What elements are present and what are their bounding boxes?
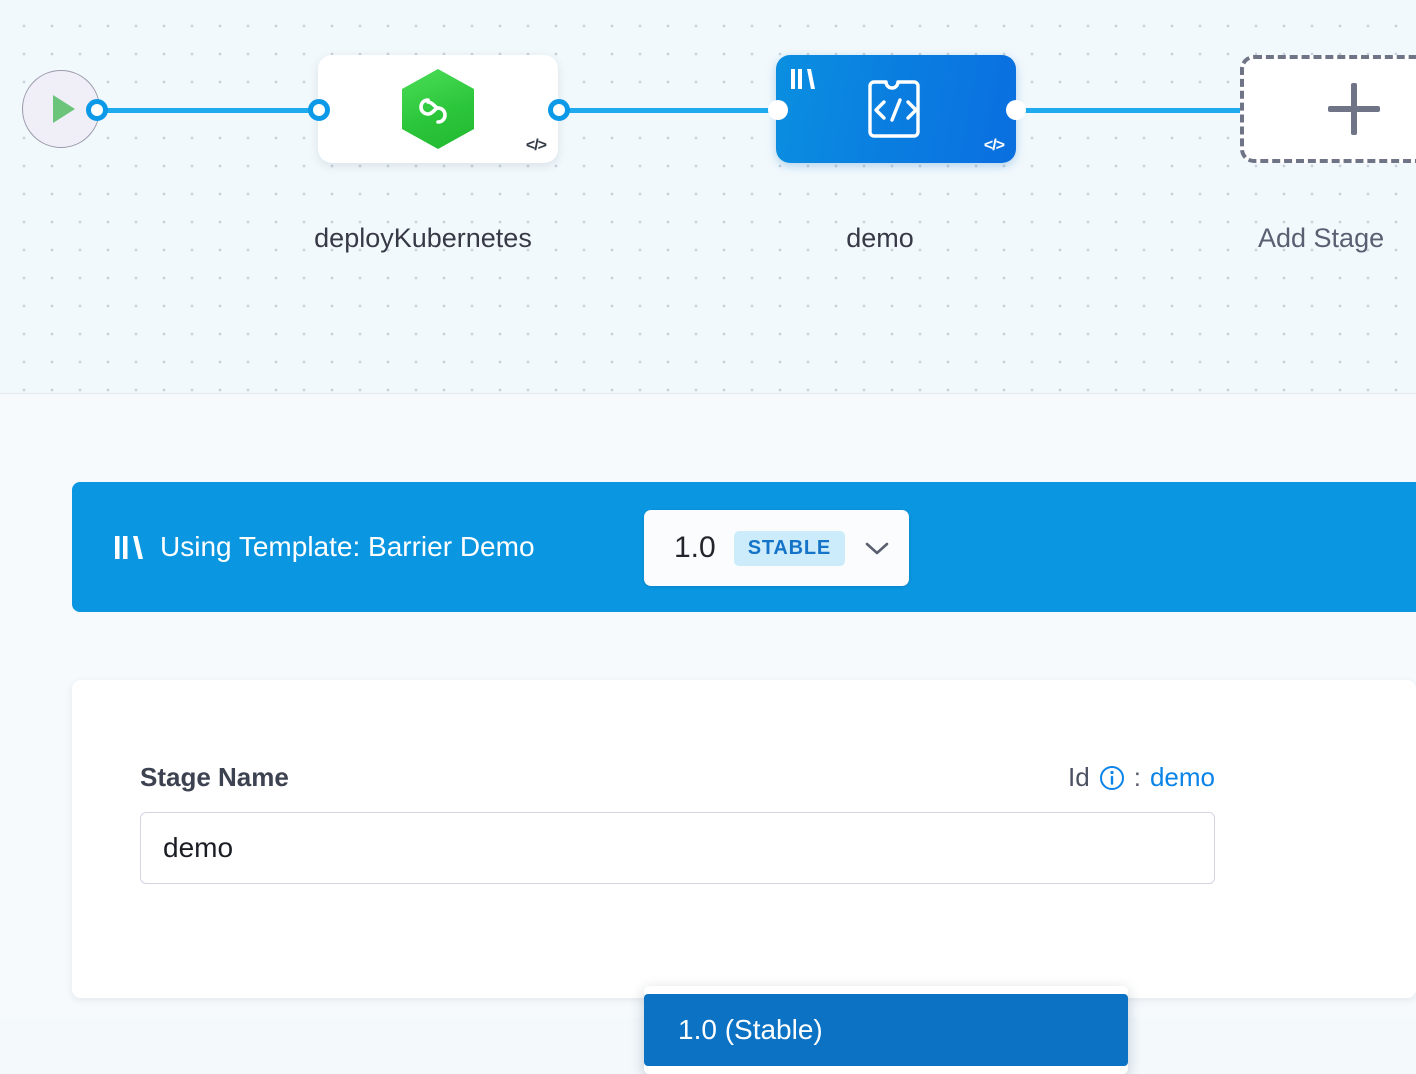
add-stage-button[interactable] [1240, 55, 1416, 163]
template-banner-text: Using Template: Barrier Demo [160, 531, 535, 562]
stage-node-demo[interactable]: </> [776, 55, 1016, 163]
harness-hexagon-icon [402, 69, 474, 149]
template-banner: Using Template: Barrier Demo 1.0 STABLE [72, 482, 1416, 612]
pipeline-canvas[interactable]: </> deployKubernetes </> demo Add Stage [0, 0, 1416, 394]
port-demo-in[interactable] [768, 100, 788, 120]
play-icon [53, 95, 75, 123]
stage-details-card: Stage Name Id : demo [72, 680, 1416, 998]
template-version-value: 1.0 [674, 531, 716, 564]
template-library-icon [791, 69, 815, 89]
port-k8s-in[interactable] [308, 99, 330, 121]
version-menu-option[interactable]: 1.0 (Stable) [644, 994, 1128, 1066]
status-badge-stable: STABLE [733, 530, 846, 566]
stage-name-row: Stage Name Id : demo [140, 762, 1215, 793]
stage-id-separator: : [1133, 762, 1141, 792]
puzzle-code-icon [868, 80, 920, 138]
code-badge-icon: </> [525, 137, 547, 154]
connector-line-demo-to-add [1004, 108, 1250, 113]
port-start-out[interactable] [86, 99, 108, 121]
template-version-select[interactable]: 1.0 STABLE [644, 510, 910, 586]
stage-name-input[interactable] [140, 812, 1215, 884]
stage-id-value: demo [1149, 762, 1215, 792]
stage-label-deploykubernetes: deployKubernetes [314, 223, 532, 253]
stage-id-label: Id [1068, 762, 1090, 792]
stage-id-group: Id : demo [1068, 762, 1215, 793]
template-version-menu[interactable]: 1.0 (Stable) [644, 986, 1128, 1074]
connector-line-start-to-k8s [96, 108, 328, 113]
chevron-down-icon[interactable] [863, 539, 891, 557]
port-demo-out[interactable] [1006, 100, 1026, 120]
stage-label-demo: demo [846, 223, 914, 253]
info-icon[interactable] [1099, 765, 1125, 791]
stage-config-panel: Using Template: Barrier Demo 1.0 STABLE … [0, 394, 1416, 1074]
port-k8s-out[interactable] [548, 99, 570, 121]
code-badge-icon: </> [983, 137, 1005, 154]
stage-name-label: Stage Name [140, 762, 289, 792]
template-library-icon [115, 535, 143, 559]
add-stage-label: Add Stage [1258, 223, 1385, 253]
stage-node-deploykubernetes[interactable]: </> [318, 55, 558, 163]
connector-line-k8s-to-demo [548, 108, 788, 113]
